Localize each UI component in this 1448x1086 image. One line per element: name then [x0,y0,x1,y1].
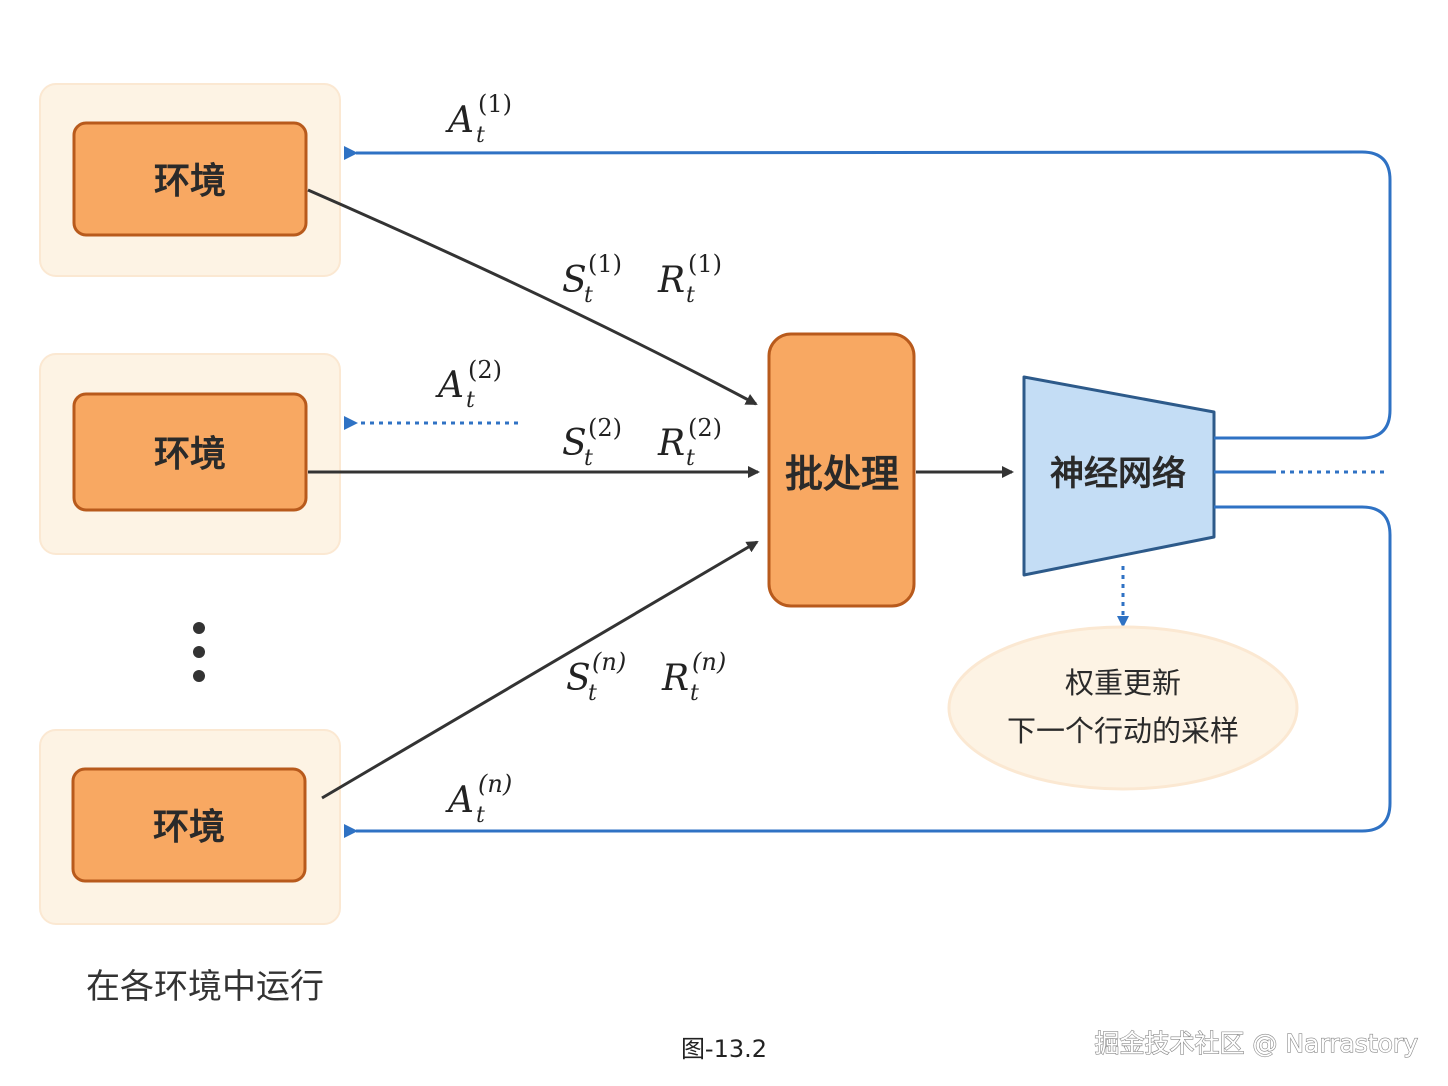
env-label-2: 环境 [154,434,226,475]
oval-line-1: 权重更新 [1065,666,1181,700]
watermark: 掘金技术社区 @ Narrastory [1094,1029,1418,1058]
svg-text:(1): (1) [688,250,722,278]
svg-text:(2): (2) [468,356,502,384]
svg-text:(n): (n) [592,648,626,676]
figure-number: 图-13.2 [681,1035,767,1063]
label-reward-n: R t (n) [661,648,726,706]
svg-text:(n): (n) [692,648,726,676]
label-state-1: S t (1) [562,250,622,308]
svg-text:t: t [588,681,597,706]
label-action-1: A t (1) [445,90,512,148]
svg-text:(2): (2) [588,414,622,442]
svg-text:t: t [476,803,485,828]
env-box-2 [72,392,308,512]
svg-text:t: t [584,446,593,471]
svg-text:A: A [445,100,474,141]
label-action-n: A t (n) [445,770,512,828]
label-state-n: S t (n) [566,648,626,706]
label-reward-2: R t (2) [657,414,722,471]
label-reward-1: R t (1) [657,250,722,308]
arrow-network-to-oval-head [1117,616,1129,628]
svg-text:t: t [686,283,695,308]
svg-text:S: S [562,423,587,464]
arrow-envn-to-batch [321,540,759,800]
svg-text:R: R [657,260,685,301]
caption: 在各环境中运行 [86,967,324,1007]
svg-text:t: t [686,446,695,471]
batch-label: 批处理 [785,452,899,496]
arrow-env1-to-batch [307,188,758,406]
svg-text:S: S [562,260,587,301]
env-box-n [71,767,307,883]
update-oval [947,625,1299,791]
ellipsis-dot [193,670,205,682]
svg-text:t: t [476,123,485,148]
svg-text:(n): (n) [478,770,512,798]
oval-line-2: 下一个行动的采样 [1007,714,1239,748]
env-label-n: 环境 [153,807,225,848]
action-return-n [344,505,1392,838]
label-action-2: A t (2) [435,356,502,413]
svg-text:A: A [445,780,474,821]
svg-text:R: R [657,423,685,464]
env-label-1: 环境 [154,161,226,202]
ellipsis-dot [193,646,205,658]
svg-text:(1): (1) [478,90,512,118]
ellipsis-dot [193,622,205,634]
network-label: 神经网络 [1050,454,1186,494]
svg-text:A: A [435,365,464,406]
svg-text:t: t [466,388,475,413]
svg-text:R: R [661,658,689,699]
network-shape [1022,375,1216,577]
svg-text:t: t [584,283,593,308]
action-return-1 [343,146,1392,440]
svg-text:S: S [566,658,591,699]
svg-text:(1): (1) [588,250,622,278]
svg-text:(2): (2) [688,414,722,442]
svg-text:t: t [690,681,699,706]
env-box-1 [72,121,308,237]
label-state-2: S t (2) [562,414,622,471]
batch-box [767,332,916,608]
